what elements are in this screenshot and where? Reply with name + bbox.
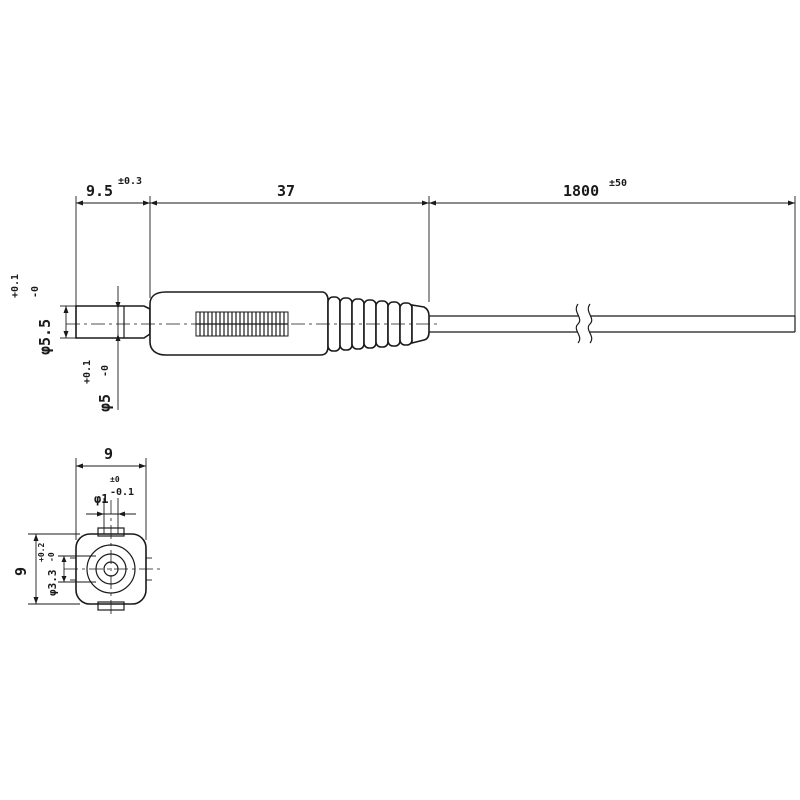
plug-tip-barrel — [75, 305, 151, 339]
arrowhead — [150, 200, 157, 206]
arrowhead — [76, 463, 83, 469]
tip-length-value: 9.5 — [86, 182, 113, 200]
outer-diameter-tol-lower: +0.1 — [10, 274, 21, 298]
bore-diameter-tol-upper: +0.2 — [37, 543, 46, 562]
height-value: 9 — [12, 567, 30, 576]
arrowhead — [139, 463, 146, 469]
break-line — [587, 303, 593, 344]
bore-diameter-tol-lower: -0 — [47, 552, 56, 562]
cable-length-value: 1800 — [563, 182, 599, 200]
arrowhead — [33, 534, 39, 541]
side-view: 9.5 ±0.3 37 1800 ±50 — [10, 176, 796, 412]
arrowhead — [97, 511, 104, 517]
pin-diameter-tol-lower: -0.1 — [110, 487, 134, 498]
cable-length-tolerance: ±50 — [609, 178, 627, 189]
pin-diameter-tol-upper: ±0 — [110, 475, 120, 484]
arrowhead — [63, 331, 69, 338]
arrowhead — [429, 200, 436, 206]
arrowhead — [33, 597, 39, 604]
inner-diameter-tol-upper: -0 — [100, 365, 111, 377]
arrowhead — [61, 576, 67, 582]
outer-diameter-value: φ5.5 — [36, 319, 54, 355]
pin-diameter-value: φ1 — [94, 492, 108, 506]
arrowhead — [61, 556, 67, 562]
arrowhead — [63, 306, 69, 313]
arrowhead — [115, 302, 121, 309]
end-view: 9 φ1 ±0 -0.1 9 φ3.3 — [12, 445, 160, 616]
width-value: 9 — [104, 445, 113, 463]
bore-diameter-value: φ3.3 — [46, 570, 59, 597]
outer-diameter-tol-upper: -0 — [30, 286, 41, 298]
arrowhead — [422, 200, 429, 206]
break-line — [575, 303, 581, 344]
body-length-value: 37 — [277, 182, 295, 200]
arrowhead — [788, 200, 795, 206]
arrowhead — [76, 200, 83, 206]
cable — [429, 303, 796, 344]
inner-diameter-tol-lower: +0.1 — [82, 360, 93, 384]
arrowhead — [143, 200, 150, 206]
arrowhead — [118, 511, 125, 517]
tip-length-tolerance: ±0.3 — [118, 176, 142, 187]
inner-diameter-value: φ5 — [96, 394, 114, 412]
arrowhead — [115, 334, 121, 341]
